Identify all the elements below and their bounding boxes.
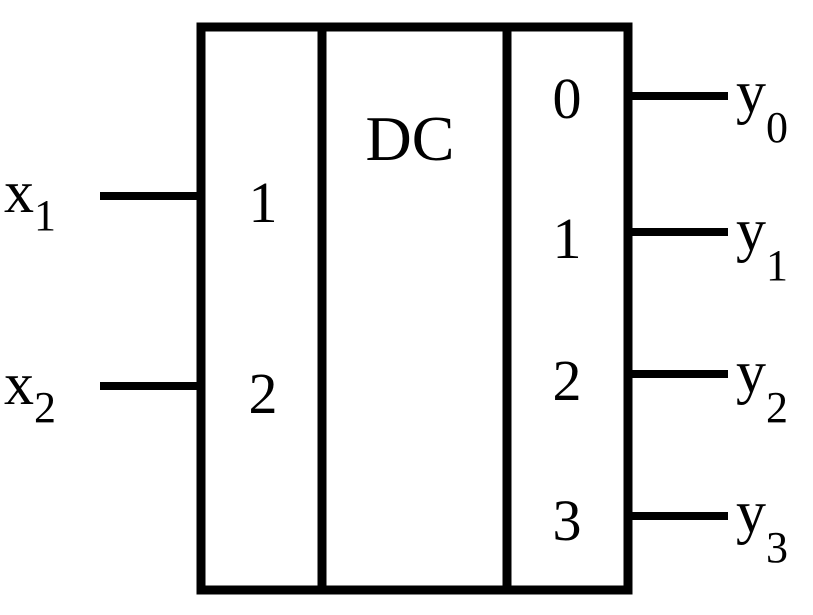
- output-label-y0: y0: [736, 59, 788, 152]
- input-letter: x: [4, 351, 34, 417]
- input-index: 2: [34, 383, 56, 432]
- decoder-title: DC: [366, 103, 455, 174]
- input-label-x2: x2: [4, 351, 56, 432]
- output-letter: y: [736, 339, 766, 405]
- output-index: 0: [766, 103, 788, 152]
- decoder-body: [196, 22, 633, 595]
- input-label-x1: x1: [4, 159, 56, 240]
- input-letter: x: [4, 159, 34, 225]
- input-index: 1: [34, 191, 56, 240]
- output-pin-1: 1: [553, 206, 582, 271]
- input-pin-2: 2: [249, 361, 278, 426]
- output-letter: y: [736, 479, 766, 545]
- output-index: 1: [766, 241, 788, 290]
- output-letter: y: [736, 59, 766, 125]
- output-pin-0: 0: [553, 66, 582, 131]
- output-label-y1: y1: [736, 197, 788, 290]
- output-letter: y: [736, 197, 766, 263]
- output-index: 2: [766, 383, 788, 432]
- output-pin-2: 2: [553, 348, 582, 413]
- input-pin-1: 1: [249, 170, 278, 235]
- output-index: 3: [766, 523, 788, 572]
- output-label-y3: y3: [736, 479, 788, 572]
- output-pin-3: 3: [553, 488, 582, 553]
- output-label-y2: y2: [736, 339, 788, 432]
